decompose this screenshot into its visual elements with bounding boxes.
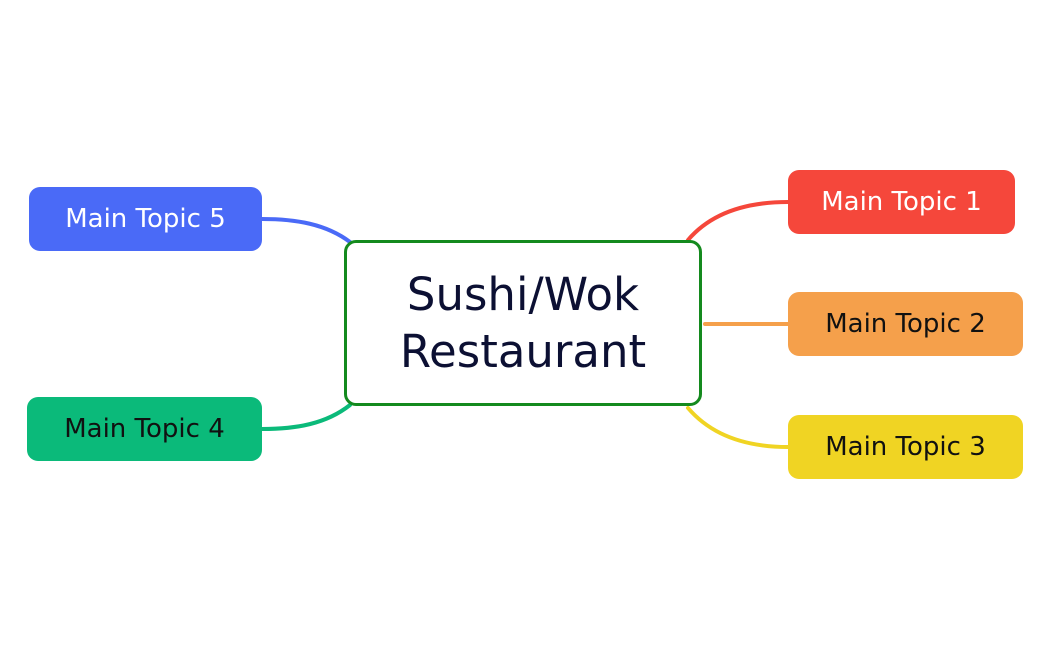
main-topic-3-node[interactable]: Main Topic 3 bbox=[788, 415, 1023, 479]
main-topic-2-node[interactable]: Main Topic 2 bbox=[788, 292, 1023, 356]
main-topic-4-node[interactable]: Main Topic 4 bbox=[27, 397, 262, 461]
main-topic-4-label: Main Topic 4 bbox=[64, 414, 225, 444]
central-topic-node[interactable]: Sushi/Wok Restaurant bbox=[344, 240, 702, 406]
main-topic-5-label: Main Topic 5 bbox=[65, 204, 226, 234]
connector-topic-3 bbox=[686, 406, 790, 449]
main-topic-1-label: Main Topic 1 bbox=[821, 187, 982, 217]
connector-topic-5 bbox=[260, 217, 352, 244]
connector-topic-4 bbox=[260, 403, 352, 431]
main-topic-1-node[interactable]: Main Topic 1 bbox=[788, 170, 1015, 234]
main-topic-3-label: Main Topic 3 bbox=[825, 432, 986, 462]
central-topic-label: Sushi/Wok Restaurant bbox=[399, 268, 647, 378]
main-topic-5-node[interactable]: Main Topic 5 bbox=[29, 187, 262, 251]
main-topic-2-label: Main Topic 2 bbox=[825, 309, 986, 339]
connector-topic-1 bbox=[686, 200, 790, 242]
